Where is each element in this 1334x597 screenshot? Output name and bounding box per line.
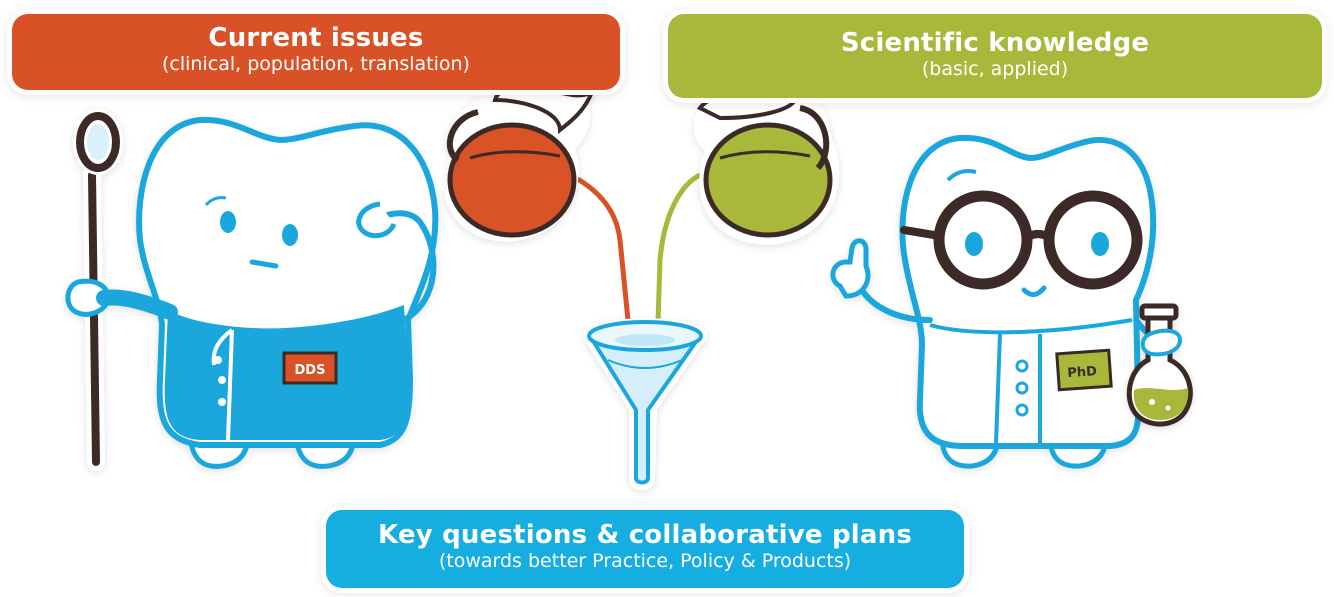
dentist-tooth <box>65 109 439 471</box>
phd-badge-label: PhD <box>1067 364 1098 381</box>
current-issues-banner: Current issues (clinical, population, tr… <box>12 14 620 90</box>
current-issues-title: Current issues <box>208 23 424 53</box>
phd-badge: PhD <box>1055 348 1113 392</box>
current-issues-subtitle: (clinical, population, translation) <box>162 53 470 75</box>
key-questions-title: Key questions & collaborative plans <box>377 520 913 550</box>
dentist-right-eye <box>282 224 298 246</box>
green-pitcher-icon <box>693 86 840 245</box>
scientific-knowledge-subtitle: (basic, applied) <box>921 58 1069 80</box>
scientist-tooth <box>830 134 1171 469</box>
flask-icon <box>1126 303 1193 427</box>
dental-mirror-icon <box>73 109 123 471</box>
orange-pitcher-icon <box>445 84 597 242</box>
dentist-left-eye <box>220 211 236 233</box>
key-questions-banner: Key questions & collaborative plans (tow… <box>326 510 964 588</box>
funnel-icon <box>583 318 707 491</box>
dds-badge-label: DDS <box>295 363 326 378</box>
dds-badge: DDS <box>282 351 338 385</box>
scientific-knowledge-banner: Scientific knowledge (basic, applied) <box>668 14 1322 98</box>
key-questions-subtitle: (towards better Practice, Policy & Produ… <box>438 550 852 572</box>
glasses-icon <box>900 190 1143 290</box>
scientific-knowledge-title: Scientific knowledge <box>840 28 1150 58</box>
